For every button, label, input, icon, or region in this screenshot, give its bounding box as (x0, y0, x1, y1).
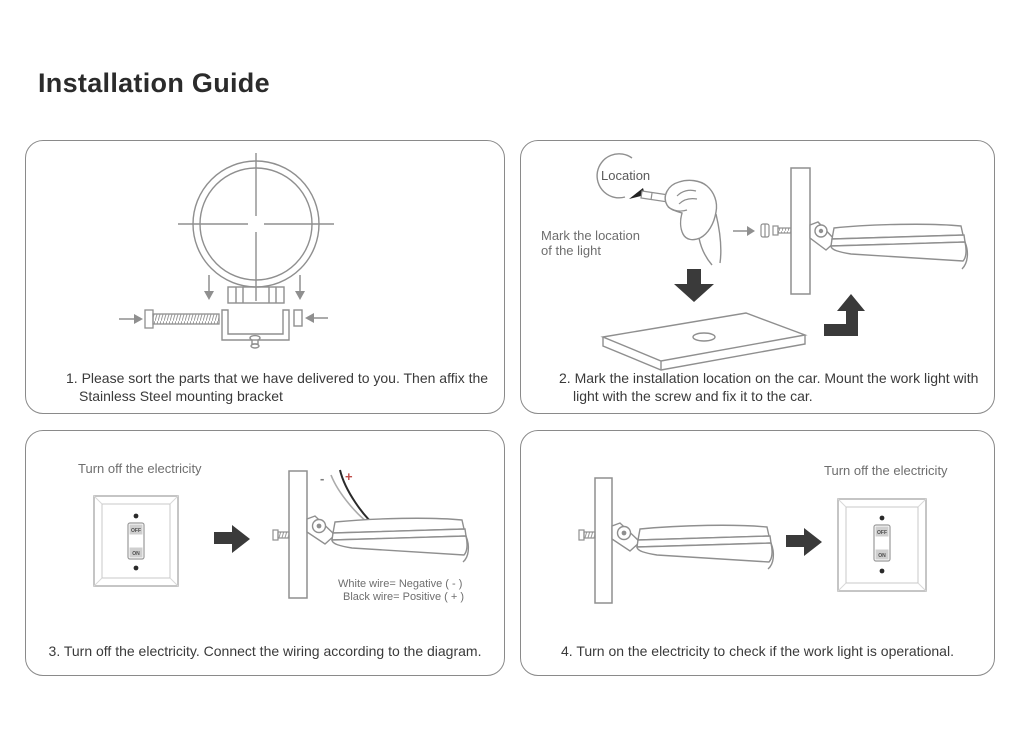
switch-on-label: ON (878, 553, 886, 559)
step-3-caption: 3. Turn off the electricity. Connect the… (48, 643, 482, 659)
negative-sign: - (320, 471, 325, 486)
positive-sign: + (345, 469, 353, 484)
switch-on-label: ON (132, 551, 140, 557)
step-1-diagram (119, 153, 334, 349)
step-2-diagram (596, 153, 969, 371)
step-2-panel: Location Mark the location of the light … (520, 140, 995, 414)
left-arrow-icon (305, 313, 328, 323)
light-switch-illustration: OFF ON (93, 495, 179, 587)
switch-screw-dot (133, 513, 139, 519)
mounted-work-light-illustration (790, 167, 969, 295)
down-arrow-icon (295, 275, 305, 300)
down-arrow-icon (204, 275, 214, 300)
page-title: Installation Guide (38, 68, 270, 98)
turn-off-electricity-note: Turn off the electricity (824, 463, 948, 478)
location-circle-illustration (596, 153, 633, 199)
step-1-caption-line1: 1. Please sort the parts that we have de… (66, 370, 489, 386)
mounted-work-light-illustration (272, 469, 470, 599)
step-1-caption-line2: Stainless Steel mounting bracket (79, 388, 283, 404)
right-arrow-icon (786, 528, 822, 556)
step-1-panel: 1. Please sort the parts that we have de… (25, 140, 505, 414)
light-switch-illustration: OFF ON (837, 498, 927, 592)
mounting-bolt-illustration (144, 309, 220, 329)
switch-off-label: OFF (877, 530, 887, 536)
step-4-panel: OFF ON Turn off the electricity 4. Turn … (520, 430, 995, 676)
switch-screw-dot (879, 568, 885, 574)
mounted-work-light-illustration (578, 477, 775, 604)
step-4-caption: 4. Turn on the electricity to check if t… (561, 643, 954, 659)
down-arrow-icon (674, 269, 714, 302)
right-arrow-icon (119, 314, 143, 324)
right-arrow-icon (733, 226, 755, 236)
hand-with-pen-illustration (629, 179, 722, 266)
white-wire-label: White wire= Negative ( - ) (338, 578, 463, 590)
location-label: Location (601, 168, 651, 183)
mounting-plate-illustration (600, 312, 808, 371)
mounting-bracket-illustration (221, 309, 290, 349)
mark-location-note-line1: Mark the location (541, 228, 640, 243)
step-3-panel: OFF ON (25, 430, 505, 676)
step-2-caption-line2: light with the screw and fix it to the c… (573, 388, 813, 404)
screw-and-nut-illustration (760, 223, 792, 238)
black-wire-label: Black wire= Positive ( + ) (343, 591, 465, 603)
bent-up-arrow-icon (824, 294, 865, 336)
spacer-part-illustration (293, 309, 303, 327)
switch-off-label: OFF (131, 528, 141, 534)
switch-screw-dot (879, 515, 885, 521)
step-4-diagram: OFF ON (578, 477, 927, 604)
turn-off-electricity-note: Turn off the electricity (78, 461, 202, 476)
mark-location-note-line2: of the light (541, 243, 601, 258)
switch-screw-dot (133, 565, 139, 571)
step-2-caption-line1: 2. Mark the installation location on the… (559, 370, 979, 386)
step-3-diagram: OFF ON (93, 469, 470, 599)
work-light-front-illustration (178, 153, 334, 304)
right-arrow-icon (214, 525, 250, 553)
